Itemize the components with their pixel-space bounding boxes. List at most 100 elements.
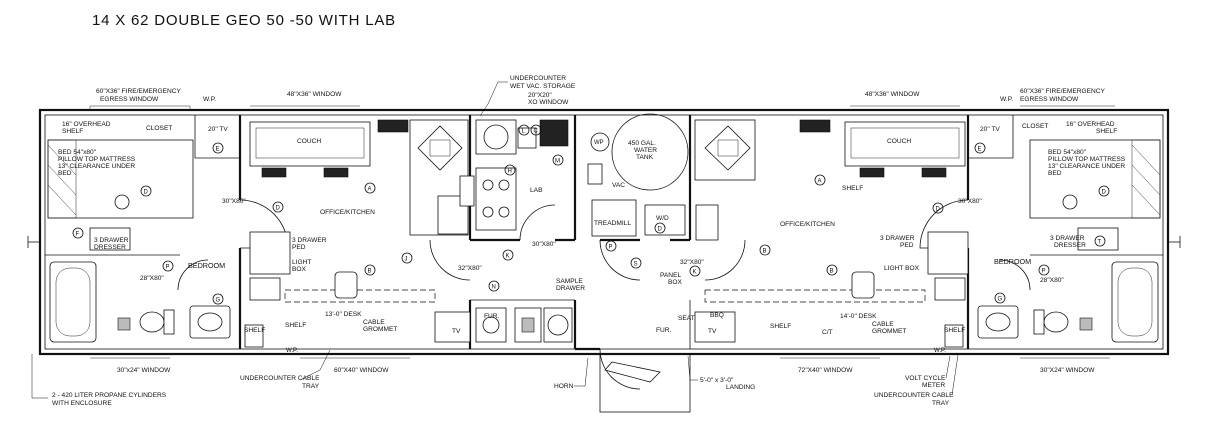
plan-title: 14 X 62 DOUBLE GEO 50 -50 WITH LAB (92, 12, 396, 29)
wet-vac-leader (479, 81, 508, 117)
grommet-right-label: GROMMET (872, 328, 906, 335)
dresser-right-2: DRESSER (1054, 242, 1086, 249)
washroom-fixtures (475, 307, 573, 343)
bedroom-right-label: BEDROOM (994, 257, 1031, 266)
bed-right-1: BED 54"x80" (1048, 149, 1087, 156)
sample-drawer-1: SAMPLE (556, 278, 583, 285)
landing-label-2: LANDING (726, 384, 755, 391)
ped-right-1: 3 DRAWER (880, 235, 915, 242)
landing-label-1: 5'-0" x 3'-0" (700, 377, 734, 384)
tv20-right-label: 20" TV (980, 126, 1000, 133)
treadmill-label: TREADMILL (594, 220, 631, 227)
bottom-labels: 30"x24" WINDOW UNDERCOUNTER CABLE TRAY 6… (52, 367, 1095, 407)
marker-h: H (508, 169, 512, 175)
marker-p3: P (1042, 269, 1046, 275)
undercounter-cable-left-1: UNDERCOUNTER CABLE (240, 375, 320, 382)
right-dresser (1077, 227, 1119, 251)
volt-label-2: METER (922, 382, 945, 389)
right-sink (977, 305, 1019, 339)
left-grate (117, 317, 131, 331)
tv-right-label: TV (708, 328, 717, 335)
marker-k2: K (693, 270, 697, 276)
marker-a2: A (818, 179, 822, 185)
right-toilet (1033, 309, 1069, 335)
marker-p2: P (609, 245, 613, 251)
right-desk (704, 289, 926, 303)
bottom-leaders (299, 349, 959, 396)
marker-d2: D (658, 227, 663, 233)
bed-left-1: BED 54"x80" (58, 149, 97, 156)
left-bed (47, 139, 194, 219)
right-shelf-block (944, 324, 964, 348)
marker-d5: D (144, 190, 149, 196)
right-grate (1079, 317, 1093, 331)
light-box-right: LIGHT BOX (884, 265, 920, 272)
lab-label: LAB (530, 187, 543, 194)
wp-left-label: W.P. (203, 96, 216, 103)
shelf-left-label: SHELF (62, 128, 83, 135)
wp-bottom-left: W.P. (286, 348, 298, 354)
wp-small-label: WP (594, 140, 604, 146)
marker-k: K (506, 254, 510, 260)
undercounter-cable-right: UNDERCOUNTER CABLE (874, 392, 954, 399)
dresser-left-1: 3 DRAWER (94, 237, 129, 244)
left-sink-counter (409, 119, 469, 236)
door-30x80-lab: 30"X80" (532, 241, 556, 248)
xo-window-label: XO WINDOW (528, 99, 569, 106)
undercounter-cable-left-2: TRAY (302, 383, 320, 390)
ped-left-2: PED (292, 244, 306, 251)
left-shelf-block (244, 324, 264, 348)
office-kitchen-left-label: OFFICE/KITCHEN (320, 209, 375, 216)
marker-b3: B (830, 269, 834, 275)
tv-left-label: TV (452, 328, 461, 335)
shelf-right-3: SHELF (770, 323, 791, 330)
marker-g: G (216, 298, 221, 304)
marker-p: P (166, 265, 170, 271)
right-light-box (934, 277, 966, 301)
right-tv-cabinet (694, 311, 736, 343)
right-desk-chair (851, 271, 875, 299)
shelf-right-4: SHELF (944, 327, 965, 334)
tank-label-3: TANK (636, 154, 654, 161)
desk-left-label: 13'-0" DESK (325, 311, 362, 318)
egress-left-label-2: EGRESS WINDOW (100, 96, 159, 103)
undercounter-wet-label: UNDERCOUNTER (510, 75, 566, 82)
marker-e2: E (978, 147, 982, 153)
right-bathtub (1111, 261, 1159, 343)
egress-right-label-2: EGRESS WINDOW (1020, 96, 1079, 103)
ct-label: C/T (822, 329, 833, 336)
cable-right-label: CABLE (872, 321, 894, 328)
wp-bottom-right: W.P. (934, 348, 946, 354)
door-30x80-right: 30"X80" (958, 198, 982, 205)
door-28x80-right: 28"X80" (1040, 277, 1064, 284)
propane-leader (31, 354, 48, 399)
right-appliance-a (799, 119, 831, 133)
left-tv-cabinet (434, 311, 471, 343)
left-light-box (249, 277, 281, 301)
vac-label: VAC (612, 182, 625, 189)
bed-left-2: PILLOW TOP MATTRESS (58, 156, 136, 163)
water-tank (611, 113, 689, 191)
left-desk (284, 289, 436, 303)
left-bathtub (49, 261, 97, 343)
wet-vac-label: WET VAC. STORAGE (510, 83, 576, 90)
seat-label: SEAT (678, 315, 695, 322)
couch-left-label: COUCH (297, 138, 321, 145)
marker-l: L (522, 129, 526, 135)
exterior-walls (27, 105, 1181, 359)
door-32x80-right: 32"X80" (680, 259, 704, 266)
window-72x40: 72"X40" WINDOW (798, 367, 853, 374)
marker-f: F (76, 232, 80, 238)
left-desk-chair (334, 271, 358, 299)
overhead-right-label: 16" OVERHEAD (1066, 121, 1115, 128)
dresser-left-2: DRESSER (94, 244, 126, 251)
marker-t: T (1098, 240, 1102, 246)
xo-window-size-label: 20"X20" (528, 92, 552, 99)
shelf-right-label: SHELF (1096, 128, 1117, 135)
bed-right-4: BED (1048, 170, 1062, 177)
marker-a: A (368, 187, 372, 193)
window-48-right-label: 48"X36" WINDOW (865, 91, 920, 98)
ped-right-2: PED (900, 242, 914, 249)
